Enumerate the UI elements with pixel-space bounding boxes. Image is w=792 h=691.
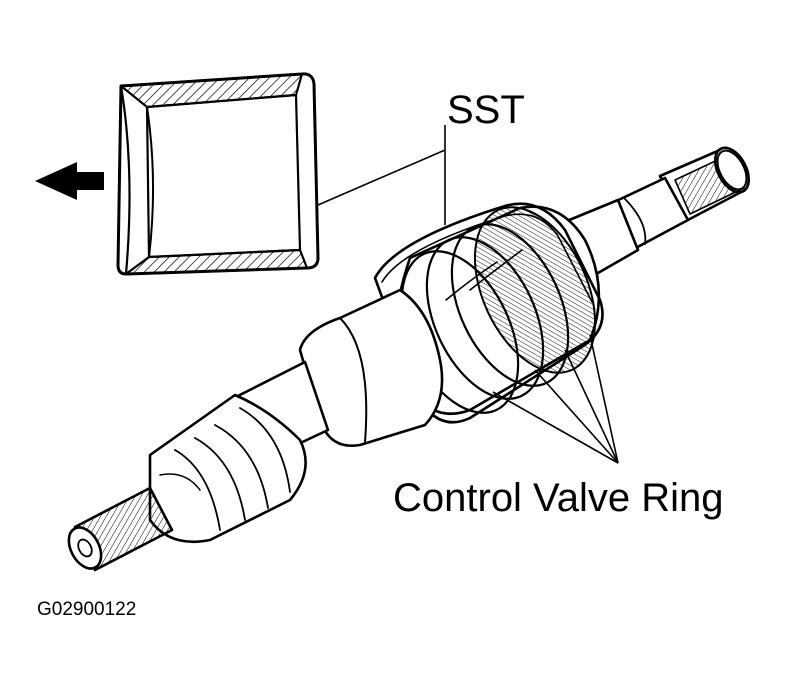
- ring-leader-2: [534, 369, 619, 464]
- ring-leader-4: [589, 334, 619, 464]
- figure-code-label: G02900122: [37, 599, 136, 620]
- left-thread-end: [67, 486, 174, 572]
- sst-bottom-wall: [124, 248, 309, 276]
- leader-lines: [317, 125, 619, 464]
- ring-leader-3: [564, 349, 619, 464]
- sst-leader: [317, 125, 446, 225]
- pinion-gear: [148, 393, 307, 544]
- control-valve-ring-label: Control Valve Ring: [393, 476, 724, 520]
- left-arrow-icon: [35, 162, 104, 200]
- sst-tool: [116, 72, 320, 276]
- right-spline-end: [610, 146, 751, 252]
- ring-leader-1: [492, 391, 619, 464]
- sst-label: SST: [447, 88, 525, 132]
- sst-top-wall: [119, 72, 304, 109]
- sst-sleeve-on-shaft: [373, 202, 604, 424]
- pinion-shaft: [67, 146, 751, 572]
